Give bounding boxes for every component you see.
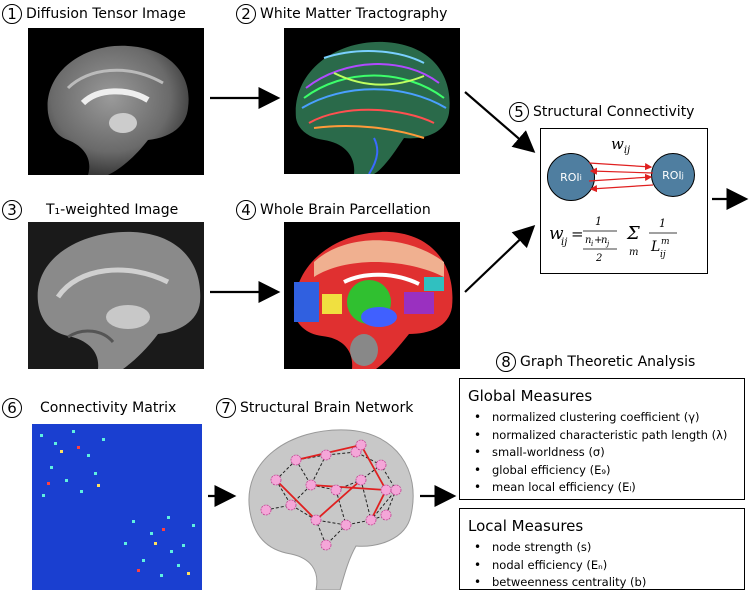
- step-number: 2: [236, 4, 256, 24]
- dti-image: [28, 28, 204, 175]
- step-title: White Matter Tractography: [260, 6, 448, 22]
- weight-label: wij: [611, 135, 631, 156]
- tractography-illustration: [295, 41, 450, 174]
- list-item: small-worldness (σ): [474, 444, 736, 462]
- local-measures-list: node strength (s) nodal efficiency (Eₙ) …: [468, 539, 736, 592]
- list-item: normalized clustering coefficient (γ): [474, 409, 736, 427]
- list-item: global efficiency (E₉): [474, 462, 736, 480]
- dti-brain-illustration: [47, 45, 189, 175]
- list-item: mean local efficiency (Eₗ): [474, 479, 736, 497]
- svg-text:=: =: [571, 225, 584, 243]
- svg-text:w: w: [549, 224, 564, 244]
- svg-text:+: +: [594, 235, 602, 246]
- step-number: 6: [2, 398, 22, 418]
- step-number: 1: [2, 4, 22, 24]
- step-title: T₁-weighted Image: [46, 202, 179, 218]
- step-title: Whole Brain Parcellation: [260, 202, 431, 218]
- step-title: Graph Theoretic Analysis: [520, 354, 696, 370]
- svg-text:L: L: [650, 239, 660, 255]
- parcellation-image: [284, 222, 460, 369]
- svg-text:1: 1: [659, 217, 666, 230]
- list-item: normalized characteristic path length (λ…: [474, 427, 736, 445]
- step-title: Structural Connectivity: [533, 104, 695, 120]
- formula-svg: w ij = 1 n i + n j 2 Σ m 1 L m ij: [549, 215, 677, 264]
- step-4-label: 4 Whole Brain Parcellation: [236, 200, 431, 220]
- svg-text:m: m: [629, 247, 638, 258]
- svg-text:j: j: [605, 240, 610, 248]
- step-3-label: 3 T₁-weighted Image: [2, 200, 178, 220]
- global-measures-box: Global Measures normalized clustering co…: [459, 378, 745, 500]
- svg-text:ij: ij: [660, 250, 666, 260]
- step-number: 3: [2, 200, 22, 220]
- connectivity-matrix: [32, 424, 202, 590]
- svg-text:1: 1: [595, 215, 602, 228]
- step-number: 4: [236, 200, 256, 220]
- parcellation-illustration: [293, 231, 453, 369]
- step-title: Connectivity Matrix: [40, 400, 177, 416]
- svg-text:m: m: [661, 237, 670, 247]
- matrix-dots: [40, 430, 195, 577]
- step-2-label: 2 White Matter Tractography: [236, 4, 447, 24]
- global-measures-list: normalized clustering coefficient (γ) no…: [468, 409, 736, 497]
- list-item: betweenness centrality (b): [474, 574, 736, 592]
- structural-network: [236, 420, 416, 591]
- list-item: node strength (s): [474, 539, 736, 557]
- network-illustration: [248, 429, 414, 591]
- step-6-label: 6 Connectivity Matrix: [2, 398, 176, 418]
- weight-formula: w ij = 1 n i + n j 2 Σ m 1 L m ij: [549, 209, 701, 267]
- list-item: nodal efficiency (Eₙ): [474, 557, 736, 575]
- step-1-label: 1 Diffusion Tensor Image: [2, 4, 186, 24]
- step-8-label: 8 Graph Theoretic Analysis: [496, 352, 695, 372]
- step-title: Structural Brain Network: [240, 400, 414, 416]
- step-title: Diffusion Tensor Image: [26, 6, 186, 22]
- t1-weighted-image: [28, 222, 204, 369]
- step-5-label: 5 Structural Connectivity: [509, 102, 694, 122]
- local-measures-box: Local Measures node strength (s) nodal e…: [459, 508, 745, 592]
- svg-text:Σ: Σ: [626, 223, 640, 244]
- arrow-4-to-5: [464, 224, 536, 293]
- step-number: 8: [496, 352, 516, 372]
- step-number: 5: [509, 102, 529, 122]
- connection-arrows: [588, 162, 654, 193]
- svg-text:n: n: [585, 235, 591, 246]
- local-measures-title: Local Measures: [468, 517, 584, 535]
- tractography-image: [284, 28, 460, 174]
- step-7-label: 7 Structural Brain Network: [216, 398, 413, 418]
- arrow-2-to-5: [464, 91, 536, 153]
- global-measures-title: Global Measures: [468, 387, 593, 405]
- svg-text:2: 2: [595, 253, 602, 264]
- t1-brain-illustration: [28, 222, 204, 369]
- svg-text:i: i: [591, 240, 593, 248]
- step-number: 7: [216, 398, 236, 418]
- svg-text:n: n: [601, 235, 607, 246]
- svg-text:ij: ij: [561, 237, 567, 248]
